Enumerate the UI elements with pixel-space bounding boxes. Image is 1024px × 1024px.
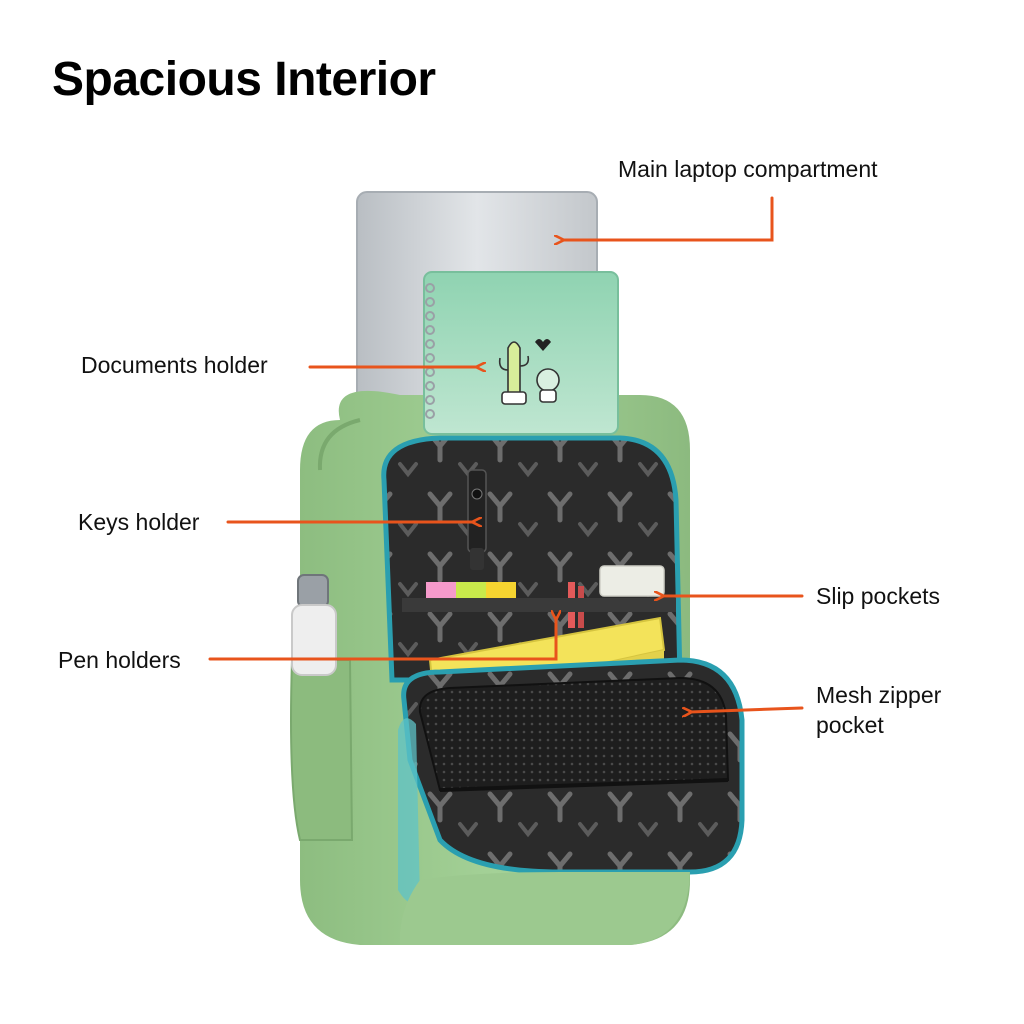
interior-lining xyxy=(381,435,683,683)
callout-main-laptop-compartment: Main laptop compartment xyxy=(618,156,878,182)
side-pocket xyxy=(290,659,354,841)
side-print xyxy=(398,718,420,904)
cactus-illustration xyxy=(498,339,560,405)
eraser xyxy=(599,565,665,597)
slip-pocket-band xyxy=(402,598,676,612)
callout-slip-pockets: Slip pockets xyxy=(816,583,941,609)
key-strap xyxy=(467,469,487,570)
callout-pen-holders: Pen holders xyxy=(58,647,181,673)
page-title: Spacious Interior xyxy=(52,53,436,106)
arrow-icon xyxy=(562,196,774,240)
arrow-icon xyxy=(690,706,804,712)
arrow-icon xyxy=(208,618,556,661)
notebook xyxy=(423,271,619,435)
mesh-pocket xyxy=(418,676,730,792)
callout-arrows xyxy=(208,196,804,712)
callout-mesh-zipper-pocket: Mesh zipper pocket xyxy=(816,682,942,738)
callout-documents-holder: Documents holder xyxy=(81,352,268,378)
callout-keys-holder: Keys holder xyxy=(78,509,200,535)
